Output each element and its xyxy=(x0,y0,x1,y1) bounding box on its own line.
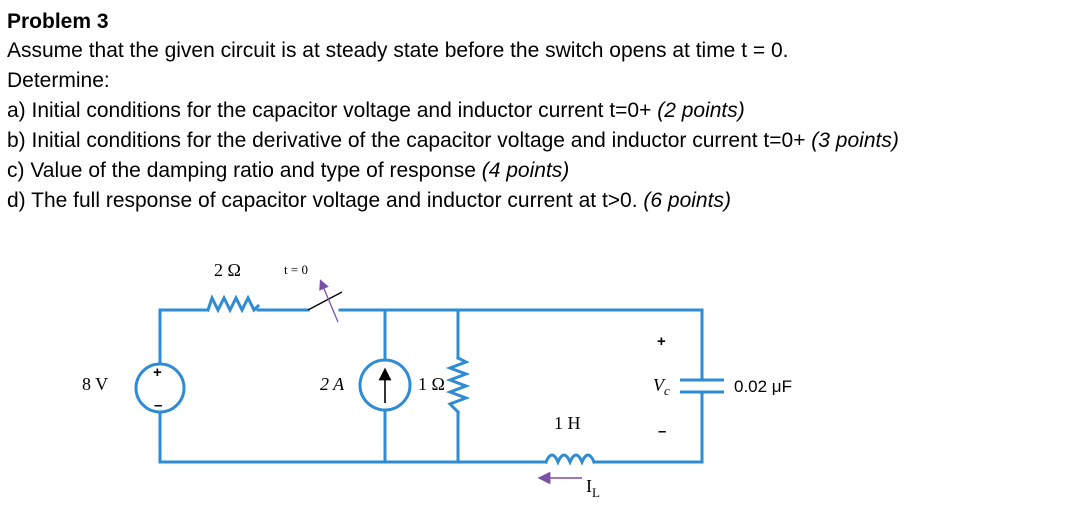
problem-intro: Assume that the given circuit is at stea… xyxy=(7,39,789,62)
resistor-1-ohm-zigzag xyxy=(445,355,471,415)
part-b-text: b) Initial conditions for the derivative… xyxy=(7,129,812,152)
current-source-circle xyxy=(358,358,412,412)
wire-right-bottom xyxy=(592,398,704,464)
voltage-source-plus: + xyxy=(153,364,162,381)
part-c: c) Value of the damping ratio and type o… xyxy=(7,156,1067,186)
part-a-points: (2 points) xyxy=(657,99,745,122)
inductor: 1 H IL xyxy=(537,413,600,500)
switch-label: t = 0 xyxy=(284,262,308,277)
capacitor-voltage-label: Vc xyxy=(653,375,670,398)
problem-statement: Problem 3 Assume that the given circuit … xyxy=(7,8,1067,216)
wire-top-right xyxy=(338,308,704,374)
inductor-coil xyxy=(544,453,596,466)
capacitor-label: 0.02 μF xyxy=(734,377,792,396)
capacitor: 0.02 μF + – Vc xyxy=(653,333,792,440)
determine-label: Determine: xyxy=(7,69,110,92)
resistor-1-ohm-label: 1 Ω xyxy=(418,374,445,394)
current-source-label: 2 A xyxy=(320,374,345,394)
voltage-source-label: 8 V xyxy=(82,374,108,394)
current-source: 2 A xyxy=(320,358,412,412)
part-c-text: c) Value of the damping ratio and type o… xyxy=(7,159,482,182)
voltage-source-minus: – xyxy=(154,397,162,414)
capacitor-plus: + xyxy=(657,333,666,350)
inductor-label: 1 H xyxy=(554,413,581,433)
part-b-points: (3 points) xyxy=(811,129,899,152)
capacitor-minus: – xyxy=(658,423,666,440)
switch: t = 0 xyxy=(284,262,343,323)
resistor-1-ohm: 1 Ω xyxy=(418,355,471,415)
resistor-2-ohm-zigzag xyxy=(206,294,261,314)
part-d-points: (6 points) xyxy=(643,189,731,212)
voltage-source-circle xyxy=(134,362,186,414)
wire-bottom-left xyxy=(158,410,548,464)
part-a-text: a) Initial conditions for the capacitor … xyxy=(7,99,658,122)
voltage-source: + – 8 V xyxy=(82,362,186,414)
part-d: d) The full response of capacitor voltag… xyxy=(7,186,1067,216)
part-c-points: (4 points) xyxy=(481,159,570,182)
part-b: b) Initial conditions for the derivative… xyxy=(7,126,1067,156)
wire-left-top xyxy=(158,308,210,365)
switch-open-arrow xyxy=(319,279,339,323)
problem-title: Problem 3 xyxy=(7,10,109,33)
resistor-2-ohm-label: 2 Ω xyxy=(214,260,241,280)
inductor-current-label: IL xyxy=(586,476,600,500)
resistor-2-ohm: 2 Ω xyxy=(206,260,261,314)
switch-blade xyxy=(307,291,343,311)
circuit-wires xyxy=(158,308,704,464)
part-a: a) Initial conditions for the capacitor … xyxy=(7,96,1067,126)
part-d-text: d) The full response of capacitor voltag… xyxy=(7,189,644,212)
